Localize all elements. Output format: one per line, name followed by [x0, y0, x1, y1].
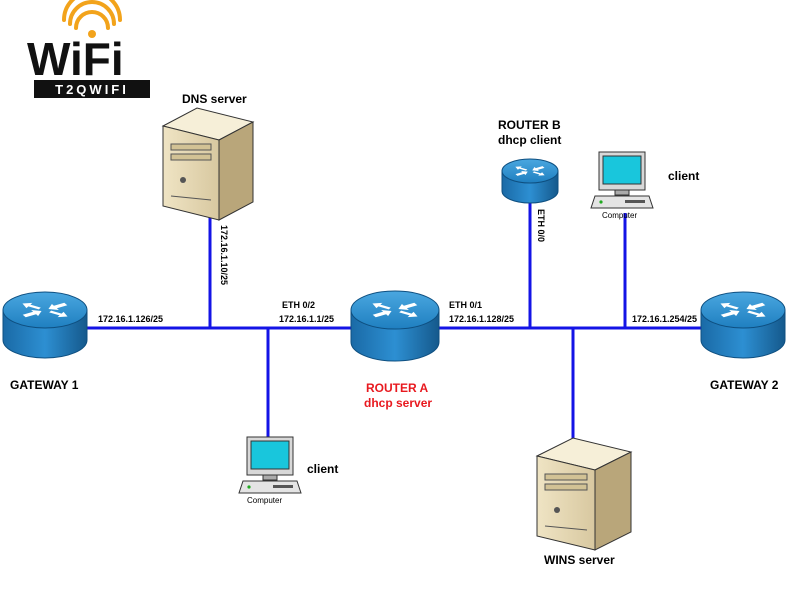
router-a-icon — [350, 290, 440, 362]
router-a-role: dhcp server — [364, 396, 433, 410]
wifi-dot-icon — [88, 30, 96, 38]
client-bottom-caption: Computer — [247, 496, 283, 505]
client-top-caption: Computer — [602, 211, 638, 220]
wins-server-label: WINS server — [544, 553, 615, 567]
eth02-ip-label: 172.16.1.1/25 — [279, 314, 335, 324]
wifi-signal-icon — [62, 0, 122, 30]
gateway2-label: GATEWAY 2 — [710, 378, 779, 392]
wifi-logo: WiFi T2QWIFI — [27, 0, 150, 98]
logo-tagline-bar — [34, 80, 150, 98]
client-bottom-label: client — [307, 462, 339, 476]
router-a-title: ROUTER A — [366, 381, 429, 395]
dns-server-label: DNS server — [182, 92, 247, 106]
router-b-icon — [501, 158, 559, 204]
gw1-ip-label: 172.16.1.126/25 — [98, 314, 164, 324]
gateway1-label: GATEWAY 1 — [10, 378, 79, 392]
logo-tagline: T2QWIFI — [55, 82, 129, 97]
gateway1-router-icon — [2, 291, 88, 359]
wins-server-icon — [535, 437, 633, 551]
client-top-computer-icon — [590, 151, 654, 209]
eth01-name-label: ETH 0/1 — [449, 300, 483, 310]
gw2-ip-label: 172.16.1.254/25 — [632, 314, 698, 324]
logo-wordmark: WiFi — [27, 33, 124, 85]
dns-ip-label: 172.16.1.10/25 — [219, 225, 229, 286]
router-b-eth-label: ETH 0/0 — [536, 209, 546, 243]
client-top-label: client — [668, 169, 700, 183]
dns-server-icon — [161, 107, 255, 221]
eth01-ip-label: 172.16.1.128/25 — [449, 314, 515, 324]
router-b-role: dhcp client — [498, 133, 562, 147]
client-bottom-computer-icon — [238, 436, 302, 494]
gateway2-router-icon — [700, 291, 786, 359]
eth02-name-label: ETH 0/2 — [282, 300, 316, 310]
router-b-title: ROUTER B — [498, 118, 561, 132]
